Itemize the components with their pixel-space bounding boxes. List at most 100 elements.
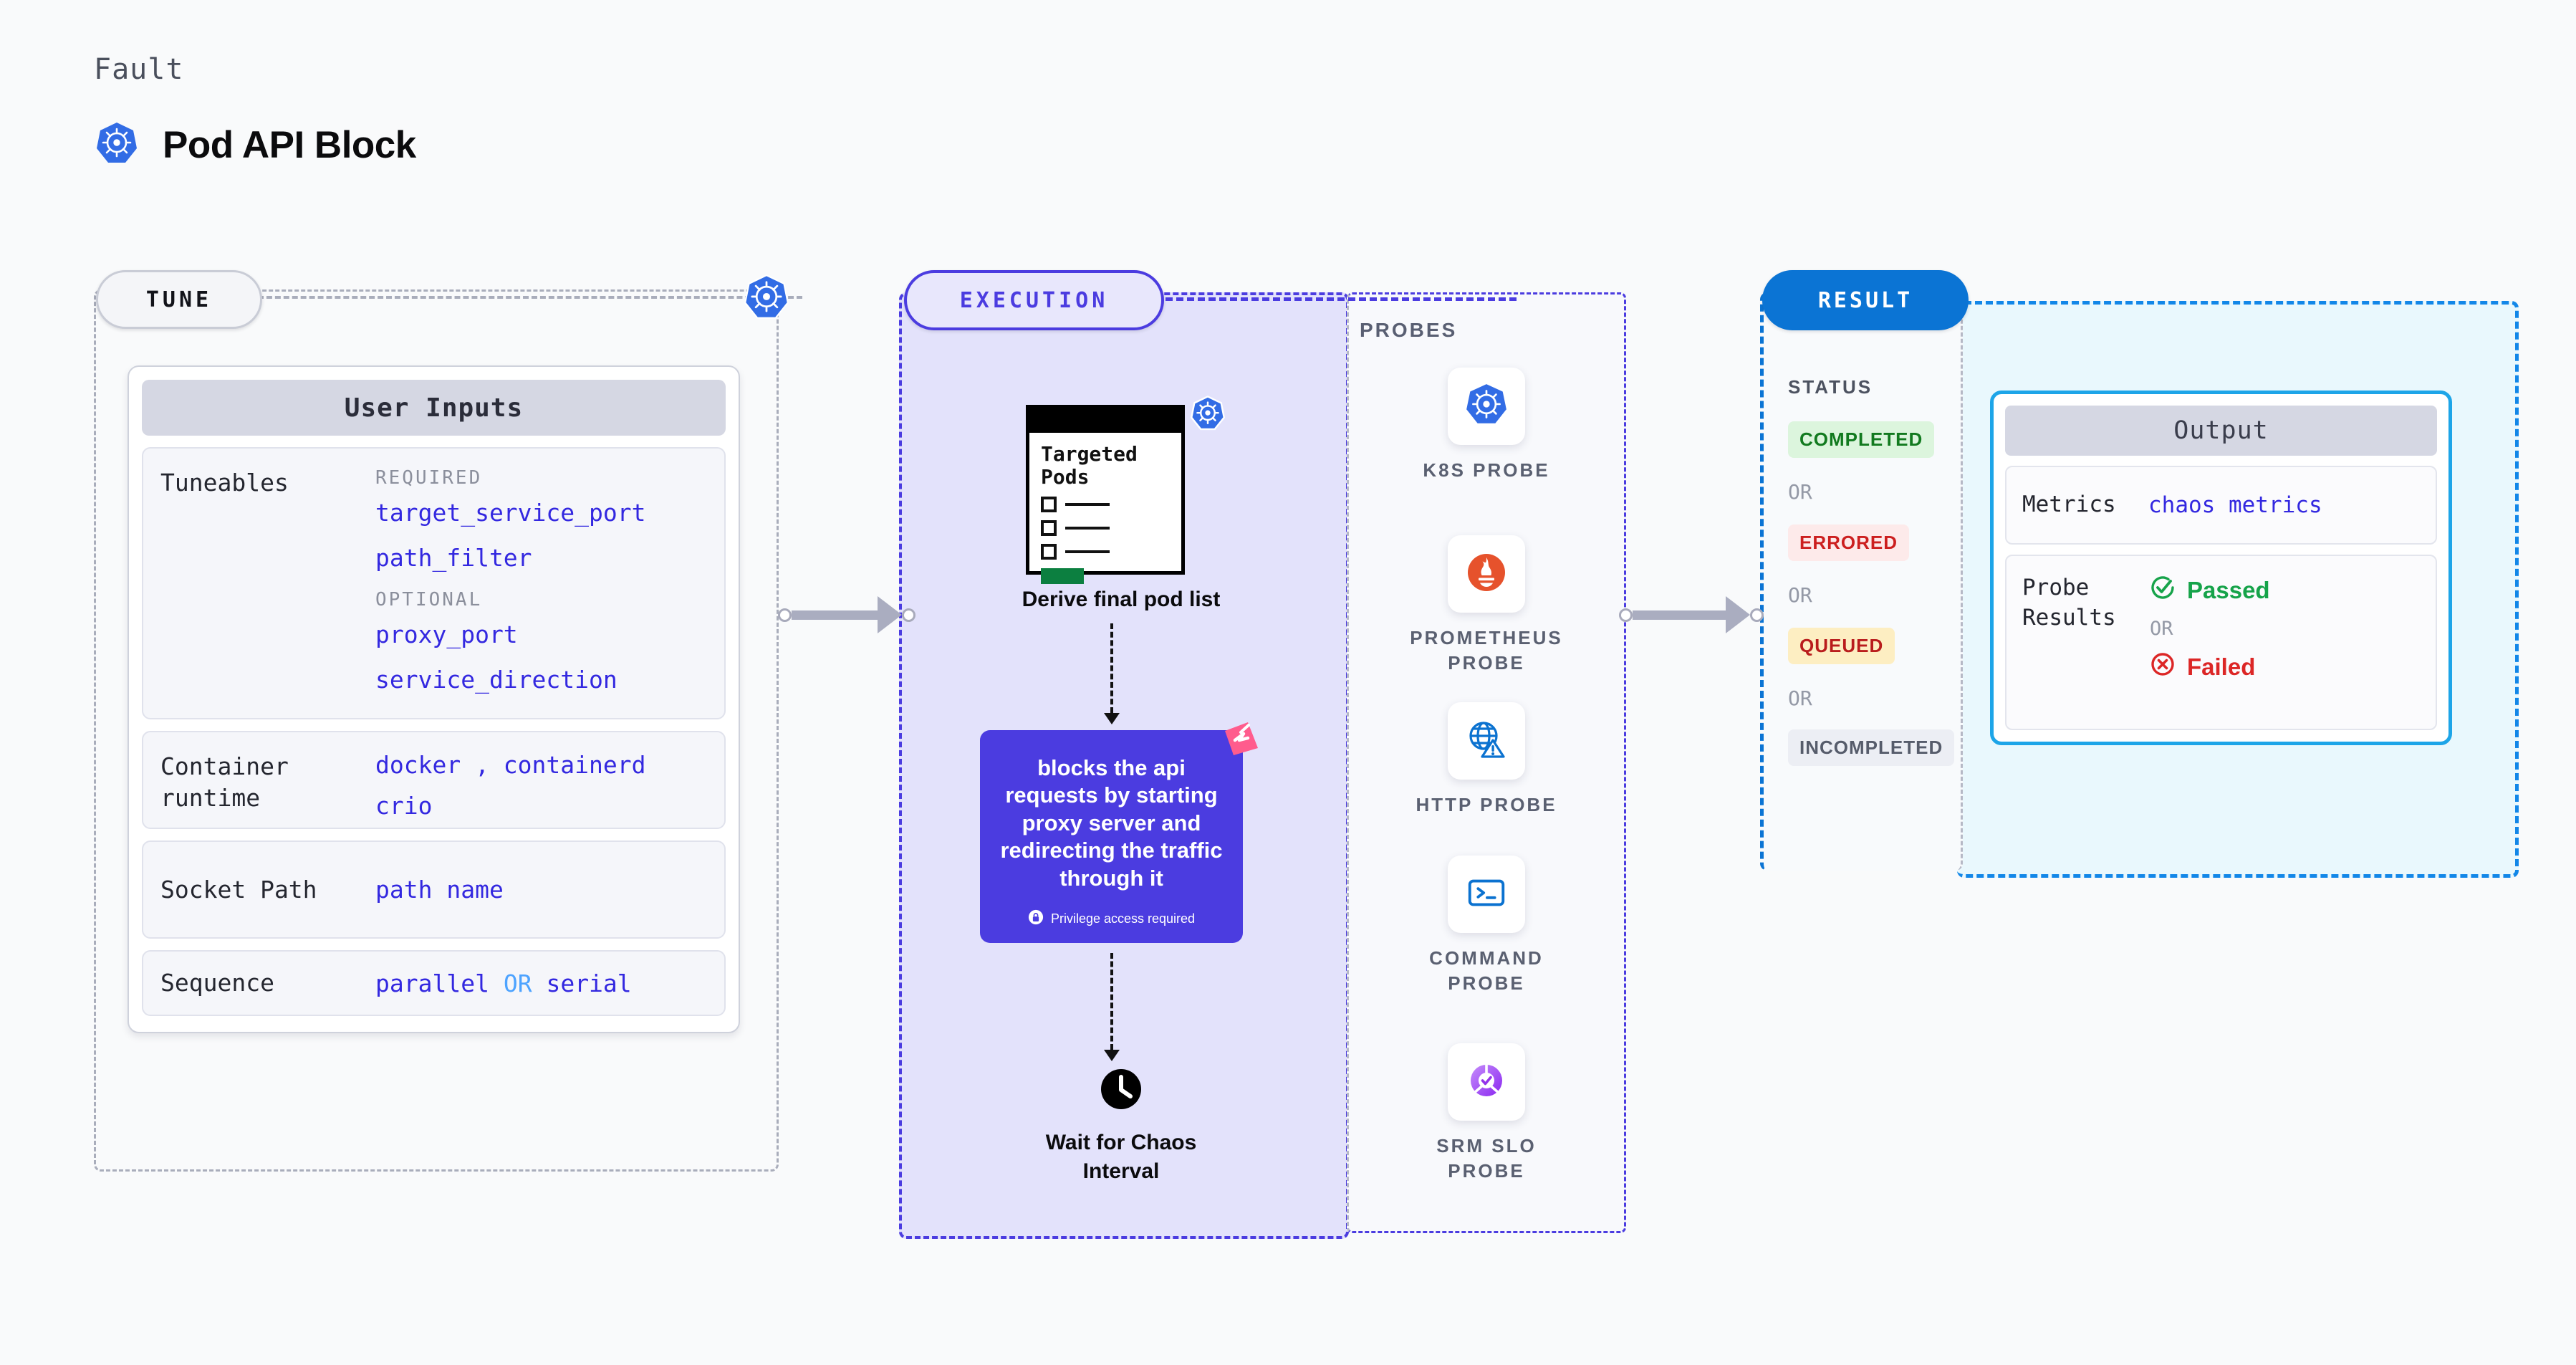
tune-section-label: TUNE (96, 270, 262, 329)
output-title: Output (2005, 406, 2437, 456)
probe-card (1448, 535, 1525, 613)
sequence-key: Sequence (160, 969, 274, 997)
card-titlebar (1029, 408, 1181, 433)
required-heading: REQUIRED (375, 467, 483, 489)
chaos-action-description: blocks the api requests by starting prox… (1000, 755, 1223, 891)
prometheus-icon (1464, 550, 1509, 599)
flow-arrowhead (1104, 1050, 1120, 1061)
status-badge-queued: QUEUED (1788, 628, 1895, 664)
connector-end-dot (1750, 608, 1764, 622)
pod-status-bar (1041, 568, 1084, 585)
connector-arrowhead (1726, 596, 1750, 633)
flow-connector-dashed (1110, 953, 1113, 1050)
derive-pod-list-caption: Derive final pod list (1022, 588, 1221, 611)
user-inputs-title: User Inputs (142, 380, 726, 436)
probe-label: PROMETHEUS PROBE (1410, 627, 1563, 674)
socket-path-key: Socket Path (160, 875, 317, 904)
status-or-2: OR (1788, 583, 1812, 607)
flow-connector-dashed (1110, 623, 1113, 713)
checkbox-icon (1041, 497, 1057, 513)
tuneable-service-direction[interactable]: service_direction (375, 666, 617, 694)
srm-slo-icon (1464, 1058, 1509, 1107)
connector-line (792, 610, 878, 620)
connector-end-dot (902, 608, 915, 622)
kubernetes-icon (1463, 381, 1510, 432)
container-runtime-line2: crio (375, 792, 433, 820)
probe-http[interactable]: HTTP PROBE (1347, 702, 1626, 818)
probe-card (1448, 856, 1525, 933)
fault-eyebrow-label: Fault (94, 53, 184, 86)
tuneables-key: Tuneables (160, 469, 289, 497)
execution-label-connector (1155, 297, 1517, 301)
lock-icon (1028, 909, 1044, 929)
connector-arrowhead (878, 596, 902, 633)
chaos-action-card: blocks the api requests by starting prox… (980, 730, 1243, 943)
kubernetes-icon (1189, 395, 1226, 432)
probe-result-passed: Passed (2148, 573, 2420, 608)
container-runtime-values: docker , containerd crio (375, 751, 707, 820)
probe-label: HTTP PROBE (1416, 794, 1557, 815)
socket-path-row: Socket Path path name (142, 840, 726, 939)
checkbox-icon (1041, 544, 1057, 560)
user-inputs-card: User Inputs Tuneables REQUIRED target_se… (128, 365, 740, 1033)
status-badge-incompleted: INCOMPLETED (1788, 729, 1955, 766)
probe-result-or: OR (2150, 618, 2173, 640)
probe-prometheus[interactable]: PROMETHEUS PROBE (1347, 535, 1626, 676)
probe-label: COMMAND PROBE (1429, 947, 1544, 995)
sequence-parallel: parallel (375, 969, 489, 997)
tuneables-values: REQUIRED target_service_port path_filter… (375, 467, 707, 699)
connector-start-dot (778, 608, 792, 622)
terminal-icon (1464, 871, 1509, 919)
probe-card (1448, 702, 1525, 780)
sequence-serial: serial (546, 969, 632, 997)
probe-command[interactable]: COMMAND PROBE (1347, 856, 1626, 996)
probe-card (1448, 368, 1525, 445)
probes-title: PROBES (1360, 319, 1458, 341)
card-body: Targeted Pods (1029, 433, 1181, 594)
metrics-key: Metrics (2022, 492, 2116, 518)
flow-arrowhead (1104, 713, 1120, 724)
sequence-value: parallel OR serial (375, 969, 707, 997)
tune-section-boundary (94, 289, 779, 1172)
status-badge-completed: COMPLETED (1788, 421, 1935, 458)
result-status-boundary (1760, 292, 1963, 871)
metrics-value: chaos metrics (2148, 492, 2322, 518)
http-globe-warning-icon (1464, 717, 1509, 766)
targeted-pods-card: Targeted Pods (1026, 405, 1185, 585)
x-circle-icon (2148, 650, 2177, 684)
pod-list-item (1041, 520, 1170, 537)
execution-to-result-connector (1619, 596, 1764, 633)
wait-for-chaos-node: Wait for Chaos Interval (899, 1066, 1343, 1185)
optional-heading: OPTIONAL (375, 589, 483, 610)
connector-line (1633, 610, 1726, 620)
container-runtime-line1: docker , containerd (375, 751, 646, 779)
wait-for-chaos-label: Wait for Chaos Interval (1045, 1131, 1197, 1183)
tuneable-path-filter[interactable]: path_filter (375, 544, 532, 572)
sequence-or: OR (503, 969, 532, 997)
probe-k8s[interactable]: K8S PROBE (1347, 368, 1626, 483)
tune-to-execution-connector (778, 596, 915, 633)
clock-icon (1098, 1066, 1144, 1116)
kubernetes-icon (742, 273, 791, 322)
fault-title-row: Pod API Block (94, 120, 416, 170)
tune-label-connector (258, 296, 802, 299)
connector-start-dot (1619, 608, 1633, 622)
privilege-note: Privilege access required (980, 909, 1243, 929)
socket-path-value: path name (375, 876, 504, 904)
harness-chaos-icon (1219, 717, 1264, 761)
tuneable-proxy-port[interactable]: proxy_port (375, 621, 518, 648)
status-or-3: OR (1788, 686, 1812, 710)
probe-label: K8S PROBE (1423, 459, 1550, 481)
probe-srm-slo[interactable]: SRM SLO PROBE (1347, 1043, 1626, 1184)
probe-label: SRM SLO PROBE (1436, 1135, 1537, 1182)
probe-results-values: Passed OR Failed (2148, 573, 2420, 712)
probe-card (1448, 1043, 1525, 1121)
tuneable-target-service-port[interactable]: target_service_port (375, 499, 646, 527)
tuneables-row: Tuneables REQUIRED target_service_port p… (142, 447, 726, 719)
kubernetes-icon (94, 120, 140, 170)
container-runtime-row: Container runtime docker , containerd cr… (142, 731, 726, 829)
status-title: STATUS (1788, 376, 1873, 398)
